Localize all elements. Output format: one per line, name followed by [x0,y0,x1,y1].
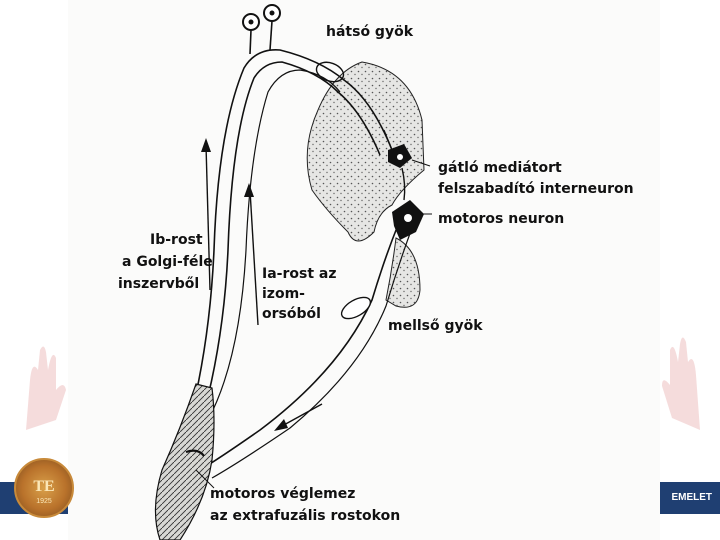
label-endplate-line1: motoros véglemez [210,486,355,502]
label-ib-line1: Ib-rost [150,232,203,248]
university-seal-logo: TE 1925 [14,458,74,518]
label-dorsal-root: hátsó gyök [326,24,414,40]
ganglion-stalk-1 [250,30,251,54]
label-ib-line3: inszervből [118,276,199,292]
label-endplate-line2: az extrafuzális rostokon [210,508,400,524]
ganglion-cell-1-nucleus [249,20,254,25]
label-ib-line2: a Golgi-féle [122,254,213,270]
motor-direction-arrow [274,404,322,431]
inhibitory-interneuron-nucleus [397,154,403,160]
motor-axon-outline-a [200,225,398,470]
label-ventral-root: mellső gyök [388,318,483,334]
label-ia-line1: Ia-rost az [262,266,336,282]
ganglion-cell-2-nucleus [270,11,275,16]
muscle-extrafusal [155,384,214,540]
ganglion-stalk-2 [270,21,272,50]
spinal-cord-ventral-horn [386,238,420,307]
label-ia-line3: orsóból [262,306,321,322]
seal-letters: TE [16,478,72,496]
label-motor-neuron: motoros neuron [438,211,564,227]
motor-neuron-nucleus [404,214,412,222]
label-ia-line2: izom- [262,286,305,302]
label-interneuron-line1: gátló mediátort [438,160,562,176]
ventral-root-cut [338,293,374,323]
label-interneuron-line2: felszabadító interneuron [438,181,634,197]
seal-year: 1925 [16,498,72,505]
